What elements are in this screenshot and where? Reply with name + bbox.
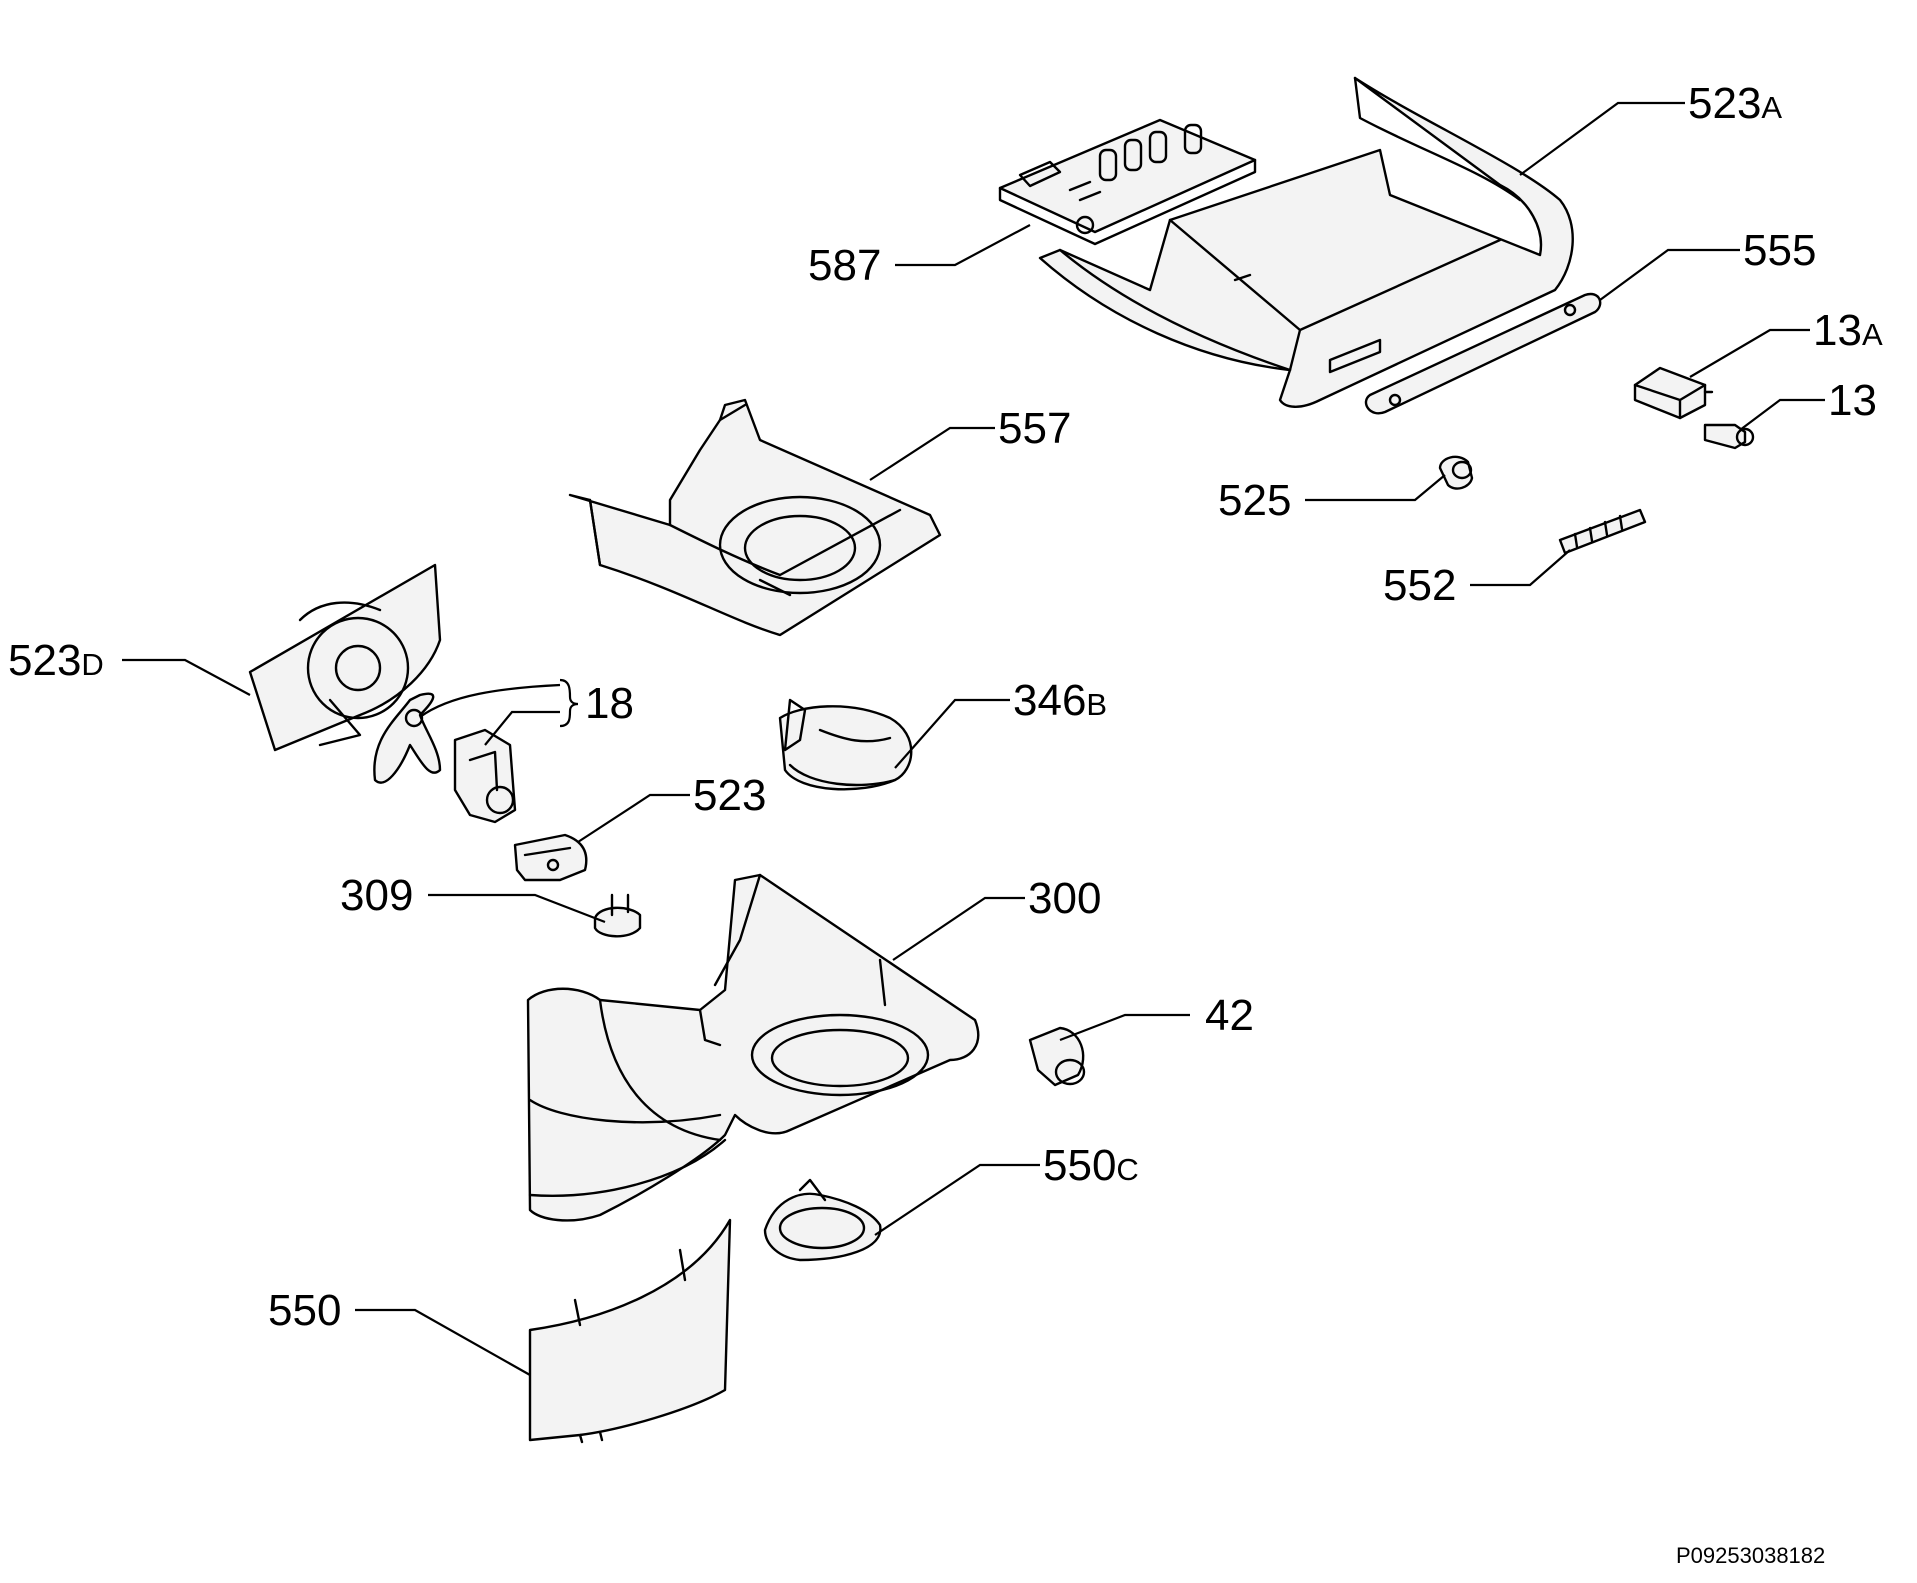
leader-13a [1689, 328, 1810, 378]
label-346b: 346B [1013, 676, 1107, 725]
leader-555 [1599, 248, 1740, 301]
label-557: 557 [998, 404, 1071, 453]
leader-42 [1059, 1013, 1190, 1042]
label-587: 587 [808, 241, 881, 290]
panel-550-drawing [528, 1218, 732, 1444]
base-300-drawing [526, 873, 980, 1222]
label-42: 42 [1205, 991, 1254, 1040]
leader-300 [892, 896, 1025, 961]
label-525: 525 [1218, 476, 1291, 525]
leader-lines [122, 101, 1825, 1376]
label-300: 300 [1028, 874, 1101, 923]
pcb-587-drawing [998, 118, 1257, 246]
leader-18-motor [484, 710, 560, 746]
foot-309-drawing [593, 893, 642, 938]
leader-557 [869, 426, 995, 481]
leader-552 [1470, 549, 1571, 587]
leader-523 [577, 793, 690, 843]
cover-346b-drawing [778, 698, 913, 791]
label-18: 18 [585, 679, 634, 728]
leader-587 [895, 224, 1031, 267]
label-555: 555 [1743, 226, 1816, 275]
drawing-code: P09253038182 [1676, 1543, 1825, 1568]
label-523: 523 [693, 771, 766, 820]
leader-346b [894, 698, 1010, 769]
label-552: 552 [1383, 561, 1456, 610]
pin-13-drawing [1703, 423, 1755, 450]
label-523d: 523D [8, 636, 104, 685]
part-labels: 523A 587 555 13A 13 557 525 552 523D 18 … [8, 79, 1883, 1568]
label-550c: 550C [1043, 1141, 1139, 1190]
fan-housing-523d-drawing [248, 563, 442, 752]
brace-18 [559, 678, 579, 728]
leader-523a [1519, 101, 1685, 176]
leader-550 [355, 1308, 531, 1376]
ring-550c-drawing [763, 1178, 882, 1262]
label-13: 13 [1828, 376, 1877, 425]
leader-13 [1739, 398, 1825, 431]
leader-525 [1305, 474, 1446, 502]
leader-550c [874, 1163, 1040, 1236]
label-309: 309 [340, 871, 413, 920]
leader-18-fan [419, 683, 561, 718]
bracket-557-drawing [568, 398, 942, 637]
label-523a: 523A [1688, 79, 1782, 128]
fan-18-drawing [373, 692, 442, 784]
switch-13a-drawing [1633, 366, 1714, 420]
clip-523-drawing [513, 833, 588, 882]
connector-552-drawing [1558, 508, 1647, 555]
label-13a: 13A [1813, 306, 1883, 355]
housing-523a-drawing [1038, 76, 1574, 408]
knob-525-drawing [1438, 455, 1474, 490]
label-550: 550 [268, 1286, 341, 1335]
leader-523d [122, 658, 251, 696]
fan-motor-18-drawing [453, 728, 517, 824]
strip-555-drawing [1364, 292, 1602, 415]
leader-309 [428, 893, 606, 924]
lamp-42-drawing [1028, 1026, 1086, 1087]
